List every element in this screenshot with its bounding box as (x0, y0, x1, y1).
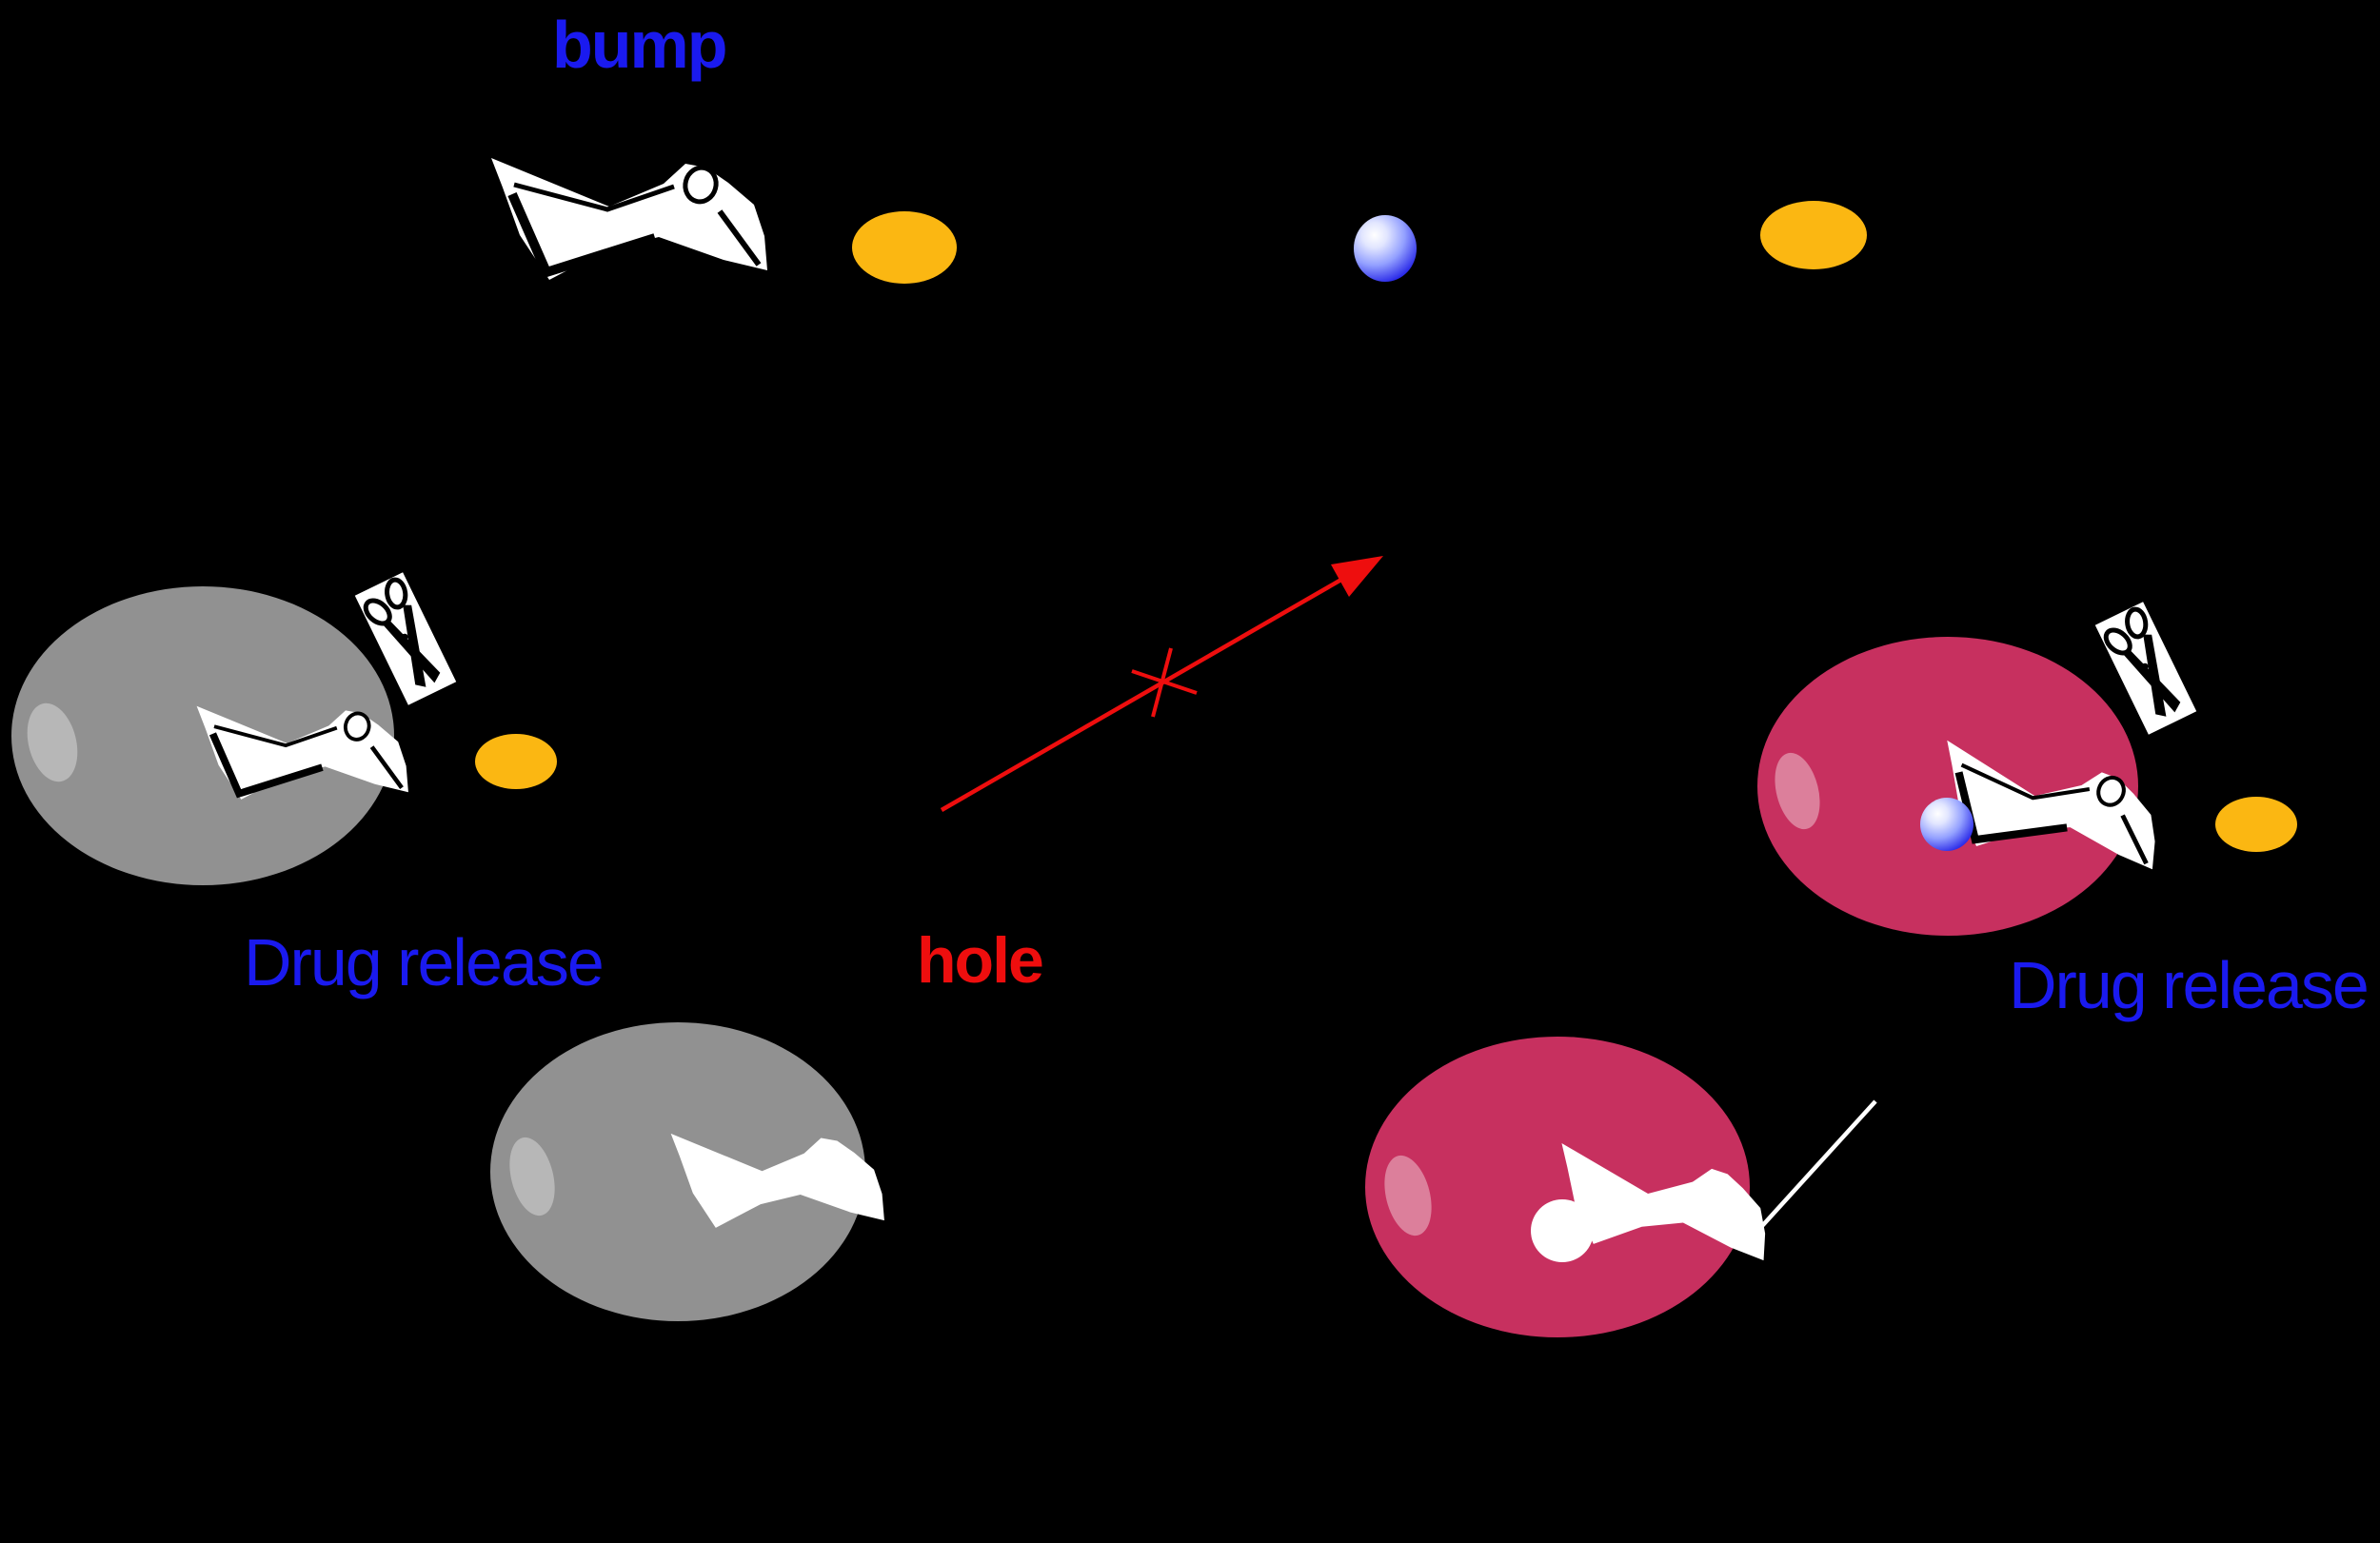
needle-line-icon (1752, 1090, 1885, 1237)
drug-release-label-left: Drug release (244, 925, 605, 999)
cell-highlight (502, 1132, 563, 1221)
protein-sketch-icon (192, 696, 411, 805)
cell-highlight (1767, 747, 1828, 835)
drug-release-label-right: Drug release (2009, 948, 2370, 1022)
ligand-ellipse-icon (852, 211, 957, 284)
cell-highlight (19, 698, 86, 787)
cell-highlight (1377, 1150, 1439, 1241)
protein-solid-icon (666, 1123, 887, 1234)
cell-ellipse (1757, 637, 2138, 936)
blocked-arrow-icon (895, 514, 1428, 828)
bump-label: bump (552, 8, 728, 82)
ligand-ellipse-icon (475, 734, 557, 789)
drug-sphere-icon (1920, 798, 1973, 851)
ligand-ellipse-icon (2215, 797, 2297, 852)
protein-sketch-icon (486, 145, 771, 287)
hole-label: hole (917, 924, 1044, 997)
ligand-ellipse-icon (1760, 201, 1867, 269)
drug-sphere-icon (1354, 215, 1417, 282)
